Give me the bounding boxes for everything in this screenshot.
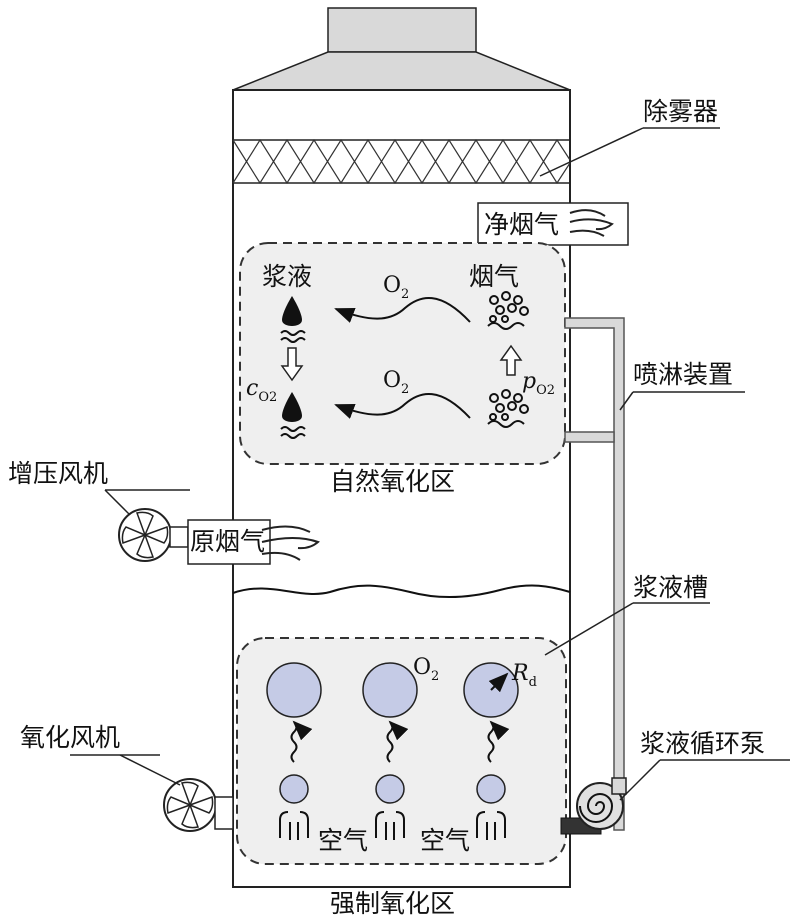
small-bubble xyxy=(476,774,506,804)
forced-zone-title: 强制氧化区 xyxy=(330,889,455,918)
slurry-drop-icon-lower xyxy=(280,392,306,439)
booster-fan-label: 增压风机 xyxy=(8,459,108,488)
rd-label: Rd xyxy=(511,661,537,690)
demister-mesh xyxy=(232,138,571,185)
flue-gas-bubbles-icon-lower xyxy=(487,389,529,428)
slurry-tank-label: 浆液槽 xyxy=(633,573,708,602)
air-nozzle-icons xyxy=(279,811,506,840)
down-arrow-icon xyxy=(280,347,304,382)
clean-gas-label: 净烟气 xyxy=(484,210,559,239)
oxidation-fan-icon xyxy=(163,778,234,832)
air-label-1: 空气 xyxy=(318,826,368,855)
air-label-2: 空气 xyxy=(420,826,470,855)
clean-gas-outlet xyxy=(477,202,629,246)
o2-transfer-arrow-bottom xyxy=(334,393,471,419)
radius-arrow xyxy=(488,672,509,693)
forced-o2-label: O2 xyxy=(413,655,439,684)
natural-oxidation-zone xyxy=(239,242,566,465)
raw-gas-label: 原烟气 xyxy=(190,527,265,556)
p-o2-label: pO2 xyxy=(522,369,555,398)
o2-label-bottom: O2 xyxy=(383,368,409,397)
oxidation-fan-label: 氧化风机 xyxy=(20,723,120,752)
booster-fan-icon xyxy=(118,508,189,562)
leader-lines xyxy=(70,127,790,801)
up-arrow-icon xyxy=(499,344,523,376)
c-o2-label: cO2 xyxy=(246,376,277,405)
tower-roof xyxy=(232,51,571,91)
spray-device-label: 喷淋装置 xyxy=(633,360,733,389)
chimney-stack xyxy=(327,7,477,53)
small-bubble xyxy=(375,774,405,804)
spray-pipe xyxy=(564,317,625,831)
raw-gas-flow-icon xyxy=(261,525,320,561)
slurry-surface-wave xyxy=(232,584,571,599)
natural-zone-title: 自然氧化区 xyxy=(330,467,455,496)
flue-gas-label: 烟气 xyxy=(469,262,519,291)
o2-transfer-arrow-top xyxy=(334,297,471,323)
slurry-pump-label: 浆液循环泵 xyxy=(640,729,765,758)
slurry-pump-icon xyxy=(560,777,627,835)
small-bubble xyxy=(279,774,309,804)
large-bubble xyxy=(266,662,322,718)
slurry-drop-icon xyxy=(280,296,306,343)
slurry-label: 浆液 xyxy=(262,262,312,291)
demister-label: 除雾器 xyxy=(643,97,718,126)
o2-label-top: O2 xyxy=(383,273,409,302)
rising-bubble-arrows xyxy=(290,720,510,763)
flue-gas-bubbles-icon xyxy=(487,291,529,330)
raw-gas-inlet xyxy=(187,519,271,565)
large-bubble xyxy=(362,662,418,718)
gas-flow-icon xyxy=(569,209,614,237)
